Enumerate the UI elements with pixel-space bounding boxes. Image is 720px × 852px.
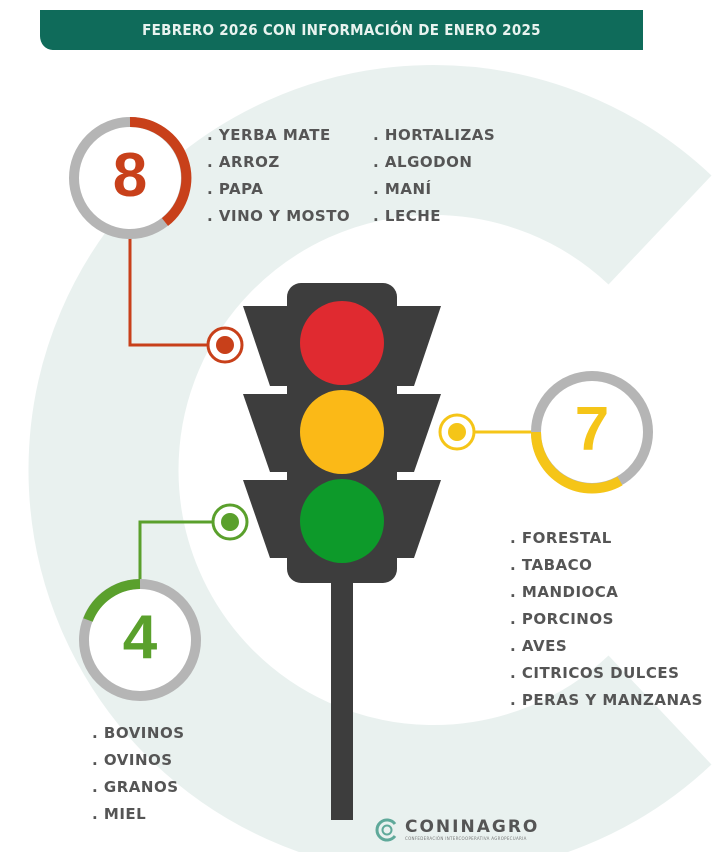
yellow-list: . FORESTAL . TABACO . MANDIOCA . PORCINO… [510,525,703,714]
list-item: . ALGODON [373,153,473,171]
list-item: . FORESTAL [510,529,612,547]
red-list-col1: . YERBA MATE . ARROZ . PAPA . VINO Y MOS… [207,122,350,230]
green-count: 4 [122,603,158,672]
list-item: . PORCINOS [510,610,614,628]
logo-subtitle: CONFEDERACIÓN INTERCOOPERATIVA AGROPECUA… [405,836,527,841]
list-item: . OVINOS [92,751,173,769]
list-item: . PAPA [207,180,264,198]
yellow-count: 7 [574,395,610,464]
red-light [300,301,384,385]
list-item: . GRANOS [92,778,179,796]
page-title: FEBRERO 2026 CON INFORMACIÓN DE ENERO 20… [40,10,643,50]
green-count-arc [83,579,141,622]
coninagro-logo: CONINAGRO CONFEDERACIÓN INTERCOOPERATIVA… [375,818,539,842]
red-list-col2: . HORTALIZAS . ALGODON . MANÍ . LECHE [373,122,495,230]
list-item: . VINO Y MOSTO [207,207,351,225]
list-item: . PERAS Y MANZANAS [510,691,703,709]
list-item: . HORTALIZAS [373,126,496,144]
red-count: 8 [112,141,148,210]
list-item: . MIEL [92,805,147,823]
background-c-shape [28,65,712,852]
green-list: . BOVINOS . OVINOS . GRANOS . MIEL [92,720,185,828]
yellow-light [300,390,384,474]
list-item: . LECHE [373,207,442,225]
list-item: . BOVINOS [92,724,185,742]
list-item: . YERBA MATE [207,126,331,144]
yellow-count-arc [530,431,623,494]
list-item: . CITRICOS DULCES [510,664,680,682]
green-light [300,479,384,563]
list-item: . AVES [510,637,568,655]
list-item: . TABACO [510,556,593,574]
coninagro-logo-icon [375,818,397,842]
green-connector-line [138,520,230,585]
list-item: . MANÍ [373,180,432,198]
red-connector-line [128,238,225,347]
logo-name: CONINAGRO [405,817,540,837]
list-item: . ARROZ [207,153,280,171]
list-item: . MANDIOCA [510,583,619,601]
red-count-arc [129,116,192,226]
